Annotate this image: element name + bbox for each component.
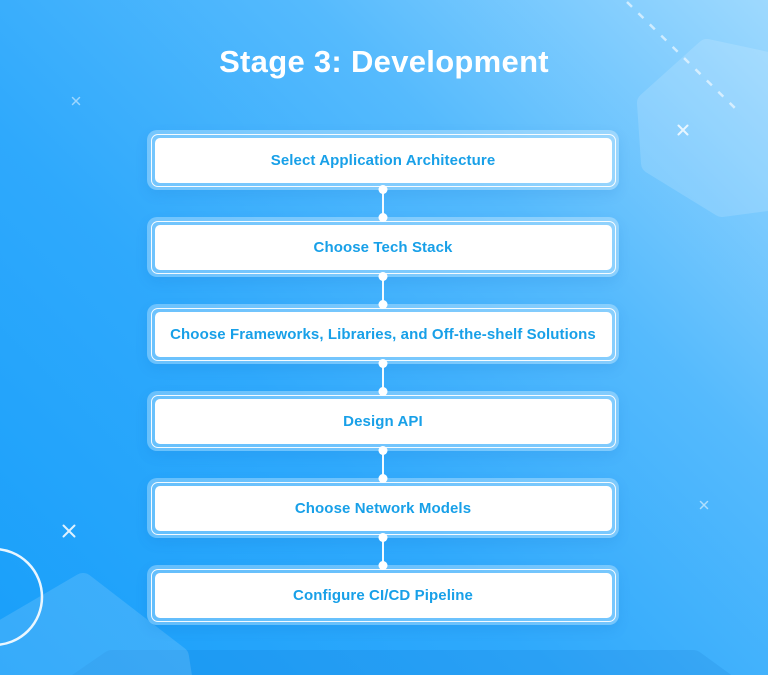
flow-step-ring: Choose Frameworks, Libraries, and Off-th… [150, 307, 616, 361]
connector-dot [378, 474, 388, 483]
x-mark-icon [71, 96, 81, 106]
x-mark-icon [62, 524, 76, 538]
connector-line [382, 535, 384, 568]
connector-line [382, 274, 384, 307]
flow-column: Select Application Architecture Choose T… [147, 130, 619, 625]
flow-step: Choose Frameworks, Libraries, and Off-th… [147, 304, 619, 364]
connector-dot [378, 359, 388, 368]
page-title: Stage 3: Development [219, 44, 549, 79]
flow-step-label: Choose Network Models [154, 485, 612, 531]
flow-connector [147, 185, 619, 222]
connector-dot [378, 213, 388, 222]
flow-step-label: Choose Frameworks, Libraries, and Off-th… [154, 311, 612, 357]
flow-connector [147, 359, 619, 396]
connector-dot [378, 300, 388, 309]
connector-dot [378, 185, 388, 194]
connector-dot [378, 533, 388, 542]
flow-step-ring: Configure CI/CD Pipeline [150, 568, 616, 622]
flow-step: Choose Tech Stack [147, 217, 619, 277]
connector-line [382, 448, 384, 481]
circle-outline-icon [0, 548, 44, 646]
flow-step-ring: Choose Network Models [150, 481, 616, 535]
connector-line [382, 187, 384, 220]
flow-step-ring: Select Application Architecture [150, 133, 616, 187]
flow-step: Select Application Architecture [147, 130, 619, 190]
flow-step: Configure CI/CD Pipeline [147, 565, 619, 625]
flow-step: Choose Network Models [147, 478, 619, 538]
flow-step-label: Choose Tech Stack [154, 224, 612, 270]
x-mark-icon [699, 500, 709, 510]
connector-dot [378, 561, 388, 570]
flow-step: Design API [147, 391, 619, 451]
flow-step-label: Select Application Architecture [154, 137, 612, 183]
connector-dot [378, 446, 388, 455]
x-mark-icon [677, 124, 689, 136]
connector-dot [378, 387, 388, 396]
flow-step-label: Configure CI/CD Pipeline [154, 572, 612, 618]
flow-connector [147, 533, 619, 570]
flow-step-ring: Design API [150, 394, 616, 448]
flow-step-ring: Choose Tech Stack [150, 220, 616, 274]
connector-line [382, 361, 384, 394]
flow-connector [147, 272, 619, 309]
flow-connector [147, 446, 619, 483]
connector-dot [378, 272, 388, 281]
bottom-hexagon-icon [72, 650, 732, 675]
flow-step-label: Design API [154, 398, 612, 444]
